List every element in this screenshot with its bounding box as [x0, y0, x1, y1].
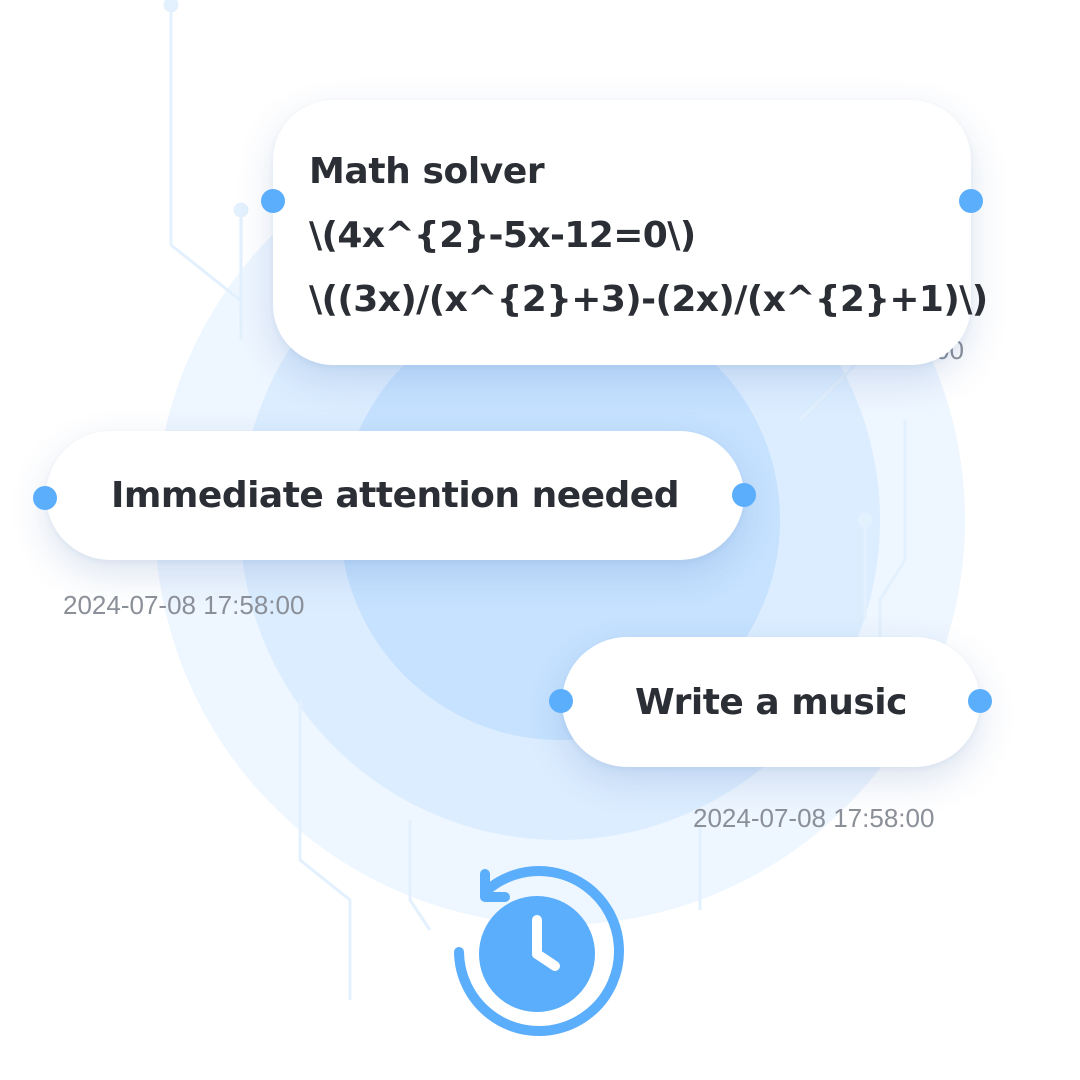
- math-solver-title: Math solver: [309, 151, 545, 192]
- urgent-card-left-connector: [33, 486, 57, 510]
- math-equation-2: \((3x)/(x^{2}+3)-(2x)/(x^{2}+1)\): [309, 279, 988, 320]
- math-card-right-connector: [959, 189, 983, 213]
- urgent-card-right-connector: [732, 483, 756, 507]
- history-arrow-head: [480, 869, 510, 902]
- math-equation-1: \(4x^{2}-5x-12=0\): [309, 215, 696, 256]
- write-music-label: Write a music: [635, 681, 907, 723]
- music-card-right-connector: [968, 689, 992, 713]
- math-solver-card[interactable]: Math solver \(4x^{2}-5x-12=0\) \((3x)/(x…: [273, 100, 988, 365]
- write-music-card[interactable]: Write a music: [562, 637, 980, 767]
- immediate-attention-label: Immediate attention needed: [110, 475, 680, 516]
- music-card-timestamp: 2024-07-08 17:58:00: [693, 803, 935, 833]
- music-card-left-connector: [549, 689, 573, 713]
- immediate-attention-card[interactable]: Immediate attention needed: [46, 431, 744, 560]
- clock-hands: [532, 915, 560, 971]
- history-arc: [454, 866, 624, 1037]
- urgent-card-timestamp: 2024-07-08 17:58:00: [63, 590, 305, 620]
- history-clock-icon[interactable]: [445, 862, 630, 1047]
- math-card-left-connector: [261, 189, 285, 213]
